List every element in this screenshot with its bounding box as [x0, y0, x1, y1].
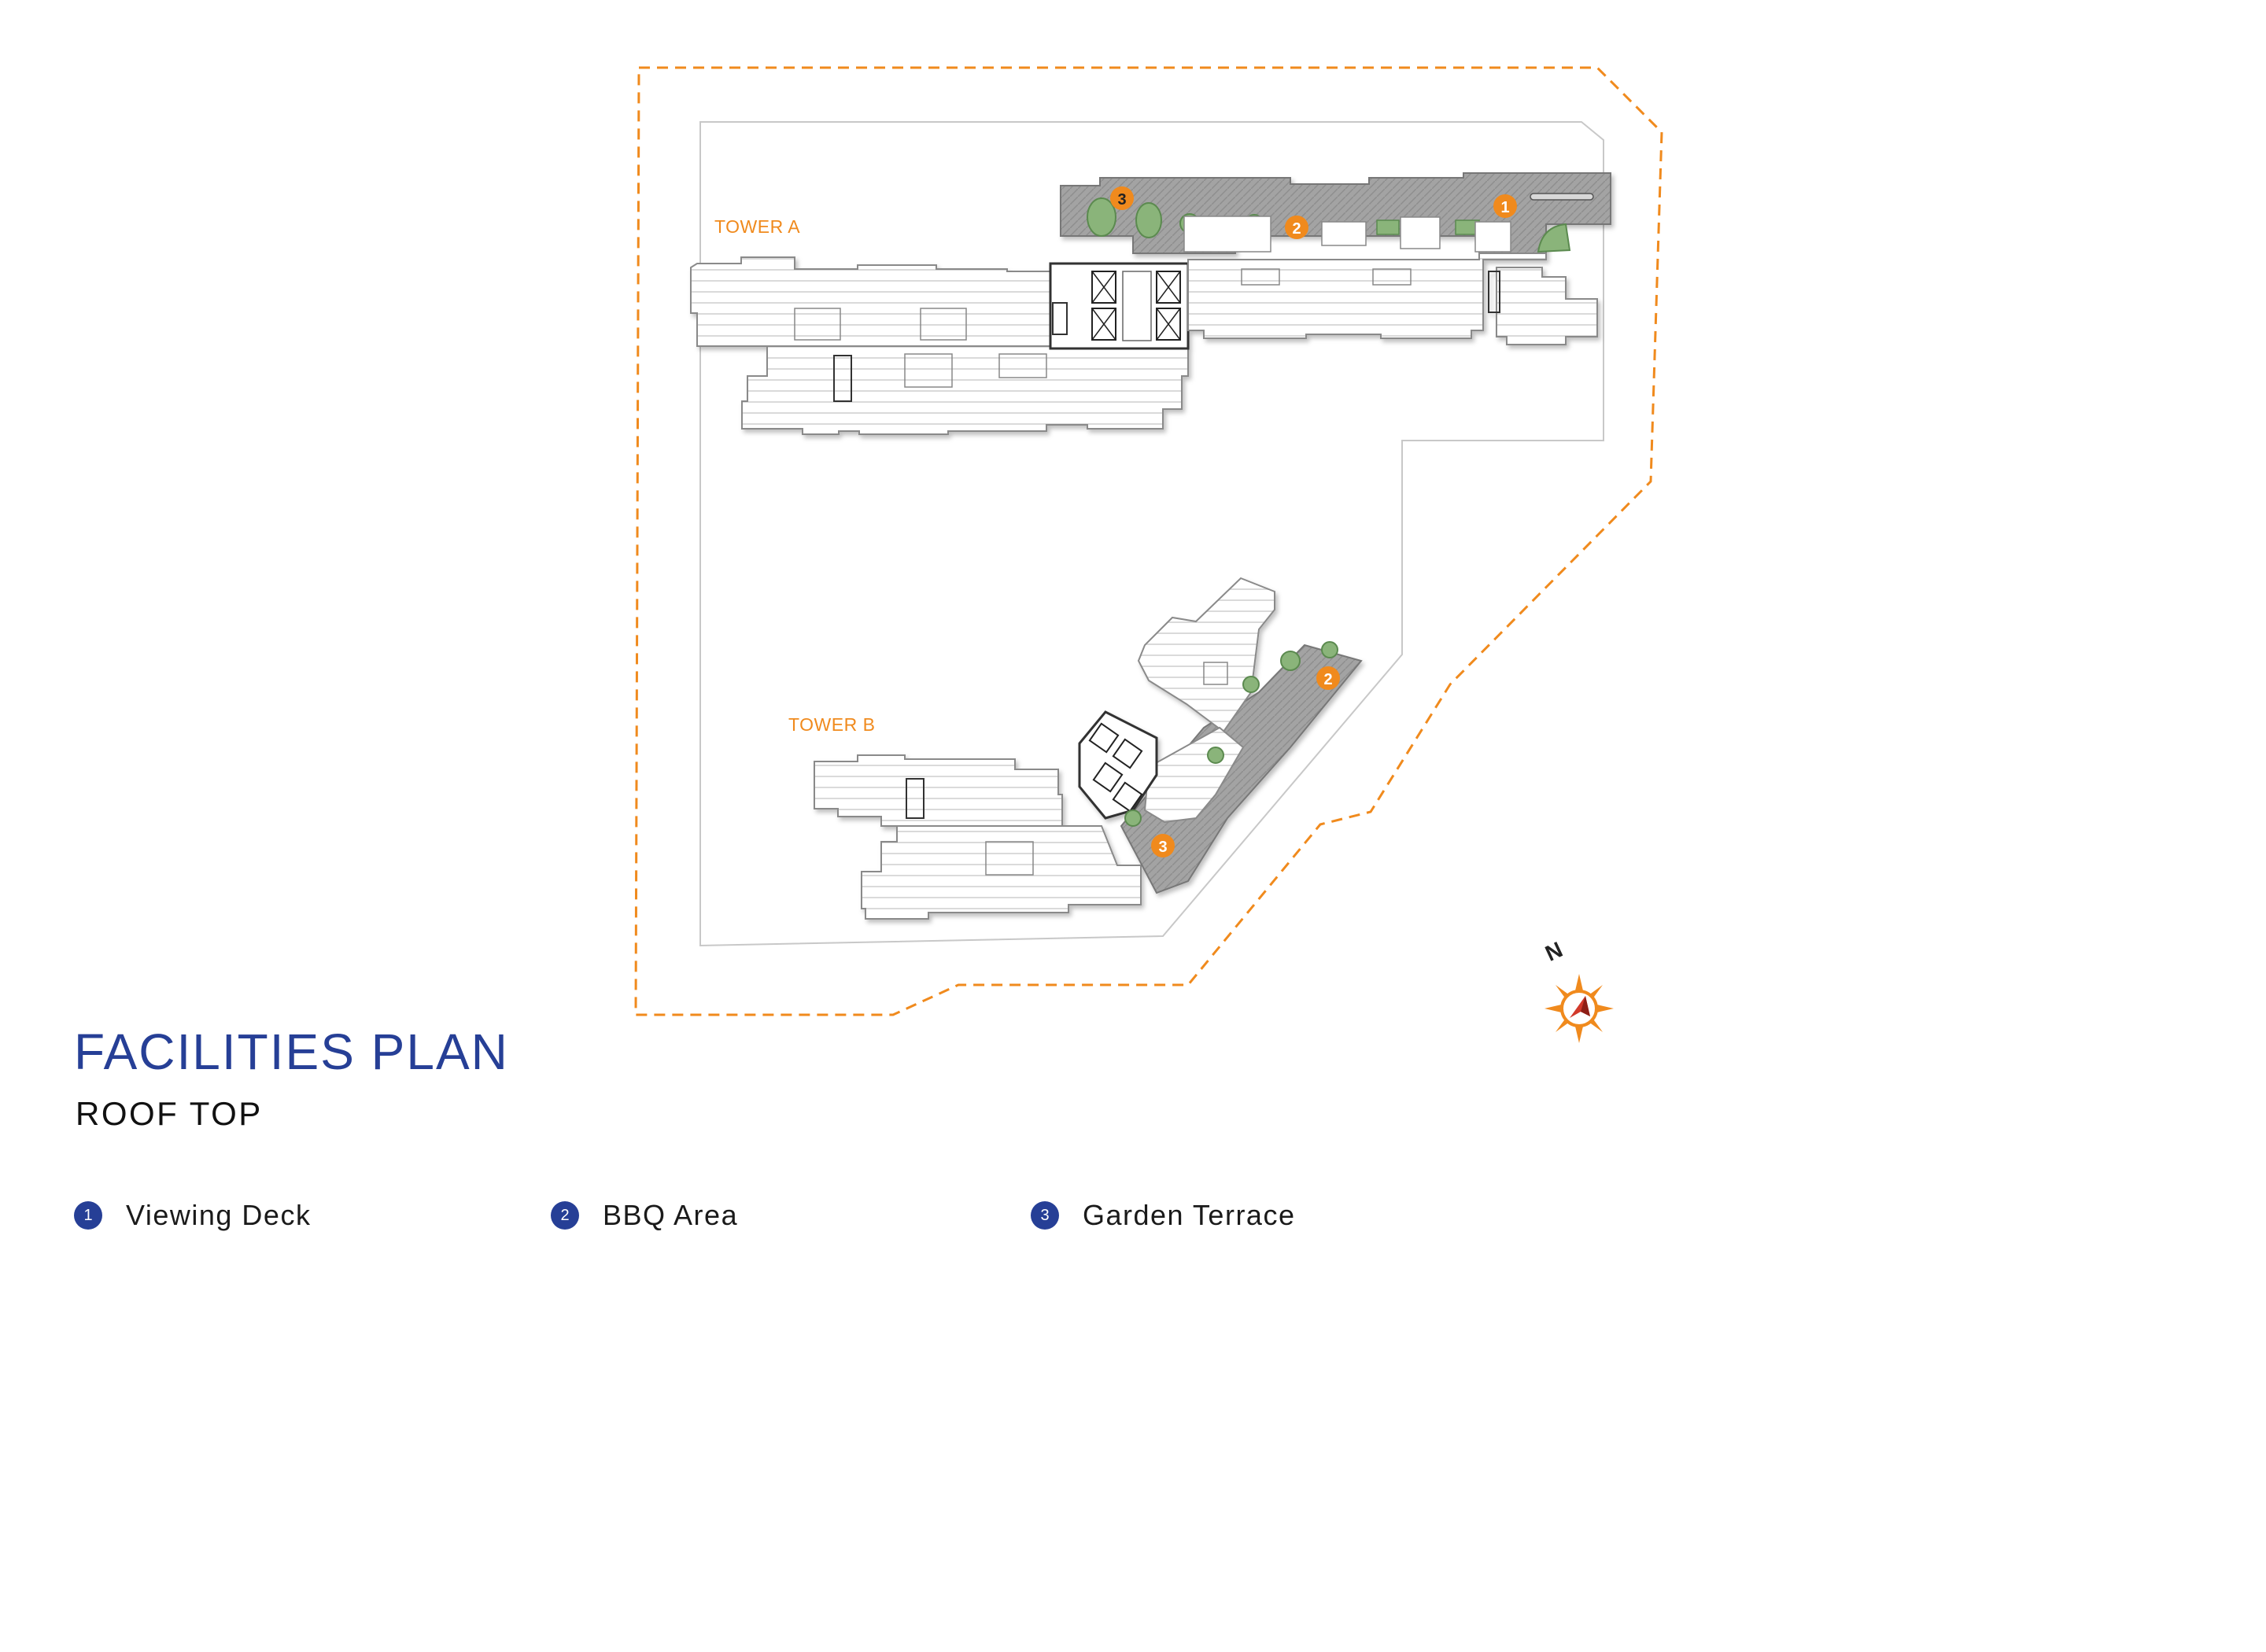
tower-b-label: TOWER B: [788, 714, 876, 735]
tower-a-building: [690, 172, 1611, 435]
marker-b-bbq: 2: [1316, 666, 1340, 690]
tower-a-south-wing: [741, 345, 1189, 435]
tower-a-east-annex: [1496, 267, 1598, 345]
legend-badge: 2: [551, 1201, 579, 1230]
page-subtitle: ROOF TOP: [76, 1095, 263, 1132]
svg-text:2: 2: [1323, 671, 1332, 688]
tower-a-core: [1049, 262, 1190, 350]
tower-a-greenery: [1087, 193, 1594, 253]
legend-label: Viewing Deck: [126, 1199, 312, 1231]
compass-icon: [1544, 974, 1614, 1043]
tower-b-upper-block: [1137, 577, 1275, 733]
site-plan: 3 2 1 2 3: [634, 66, 1663, 1043]
svg-text:3: 3: [1158, 839, 1167, 856]
svg-text:3: 3: [1117, 191, 1126, 208]
marker-b-garden: 3: [1151, 834, 1175, 857]
tower-b-core: [1078, 710, 1158, 820]
tower-a-east-wing: [1187, 253, 1547, 339]
tower-a-west-wing: [690, 256, 1071, 347]
legend-label: BBQ Area: [603, 1199, 739, 1231]
marker-a-garden: 3: [1110, 186, 1134, 210]
tower-a-label: TOWER A: [714, 216, 801, 237]
legend-badge: 1: [74, 1201, 102, 1230]
page-title: FACILITIES PLAN: [74, 1023, 509, 1080]
tower-b-building: [814, 577, 1363, 920]
legend-item-garden-terrace: 3 Garden Terrace: [1031, 1196, 1295, 1235]
marker-a-viewing-deck: 1: [1493, 194, 1517, 218]
svg-text:1: 1: [1500, 199, 1509, 216]
tower-b-greenery: [1124, 641, 1338, 827]
marker-a-bbq: 2: [1285, 216, 1308, 239]
lot-outline: [699, 121, 1604, 947]
legend-item-bbq-area: 2 BBQ Area: [551, 1196, 738, 1235]
legend-label: Garden Terrace: [1083, 1199, 1296, 1231]
svg-text:2: 2: [1292, 220, 1301, 238]
legend-item-viewing-deck: 1 Viewing Deck: [74, 1196, 311, 1235]
tower-b-west-wing: [814, 754, 1063, 827]
site-boundary: [634, 66, 1663, 1016]
tower-b-south-wing: [861, 825, 1142, 920]
legend-badge: 3: [1031, 1201, 1059, 1230]
